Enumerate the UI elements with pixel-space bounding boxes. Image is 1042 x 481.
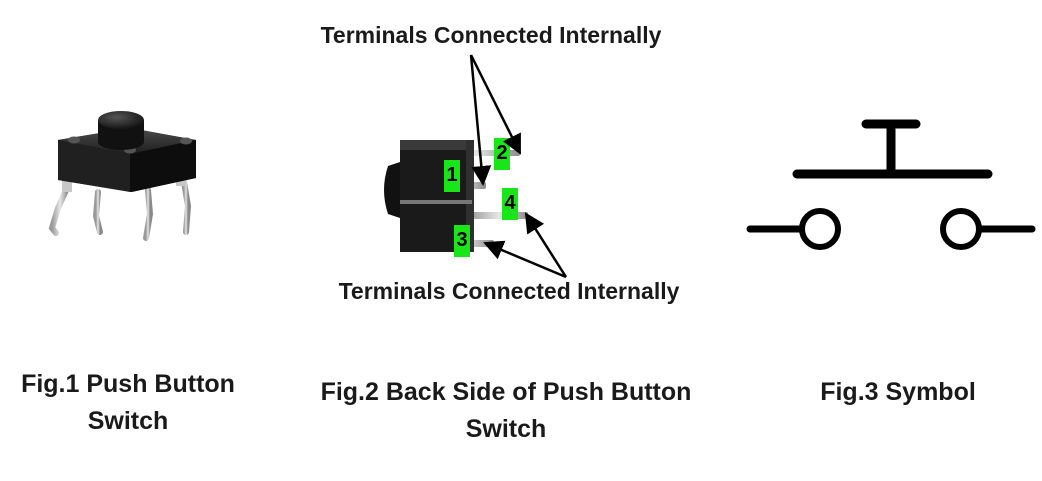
push-button-symbol: [746, 119, 1036, 250]
terminal-label-4: 4: [504, 192, 516, 214]
terminal-label-3: 3: [456, 229, 468, 251]
switch-back-side-image: [384, 138, 528, 257]
top-annotation-label: Terminals Connected Internally: [320, 22, 662, 48]
fig3-caption: Fig.3 Symbol: [820, 378, 976, 406]
fig1-caption: Fig.1 Push Button Switch: [0, 366, 256, 440]
top-annotation-arrows: [469, 54, 522, 186]
terminal-label-2: 2: [496, 142, 508, 164]
terminal-label-1: 1: [446, 164, 458, 186]
push-button-switch-image: [48, 111, 196, 241]
fig1-caption-line2: Switch: [87, 407, 169, 435]
fig2-caption-line2: Switch: [465, 415, 547, 443]
bottom-annotation-arrows: [483, 212, 568, 279]
fig1-caption-line1: Fig.1 Push Button: [21, 370, 235, 398]
bottom-annotation-label: Terminals Connected Internally: [338, 278, 680, 304]
fig2-caption-line1: Fig.2 Back Side of Push Button: [320, 378, 692, 406]
fig2-caption: Fig.2 Back Side of Push Button Switch: [296, 374, 716, 448]
